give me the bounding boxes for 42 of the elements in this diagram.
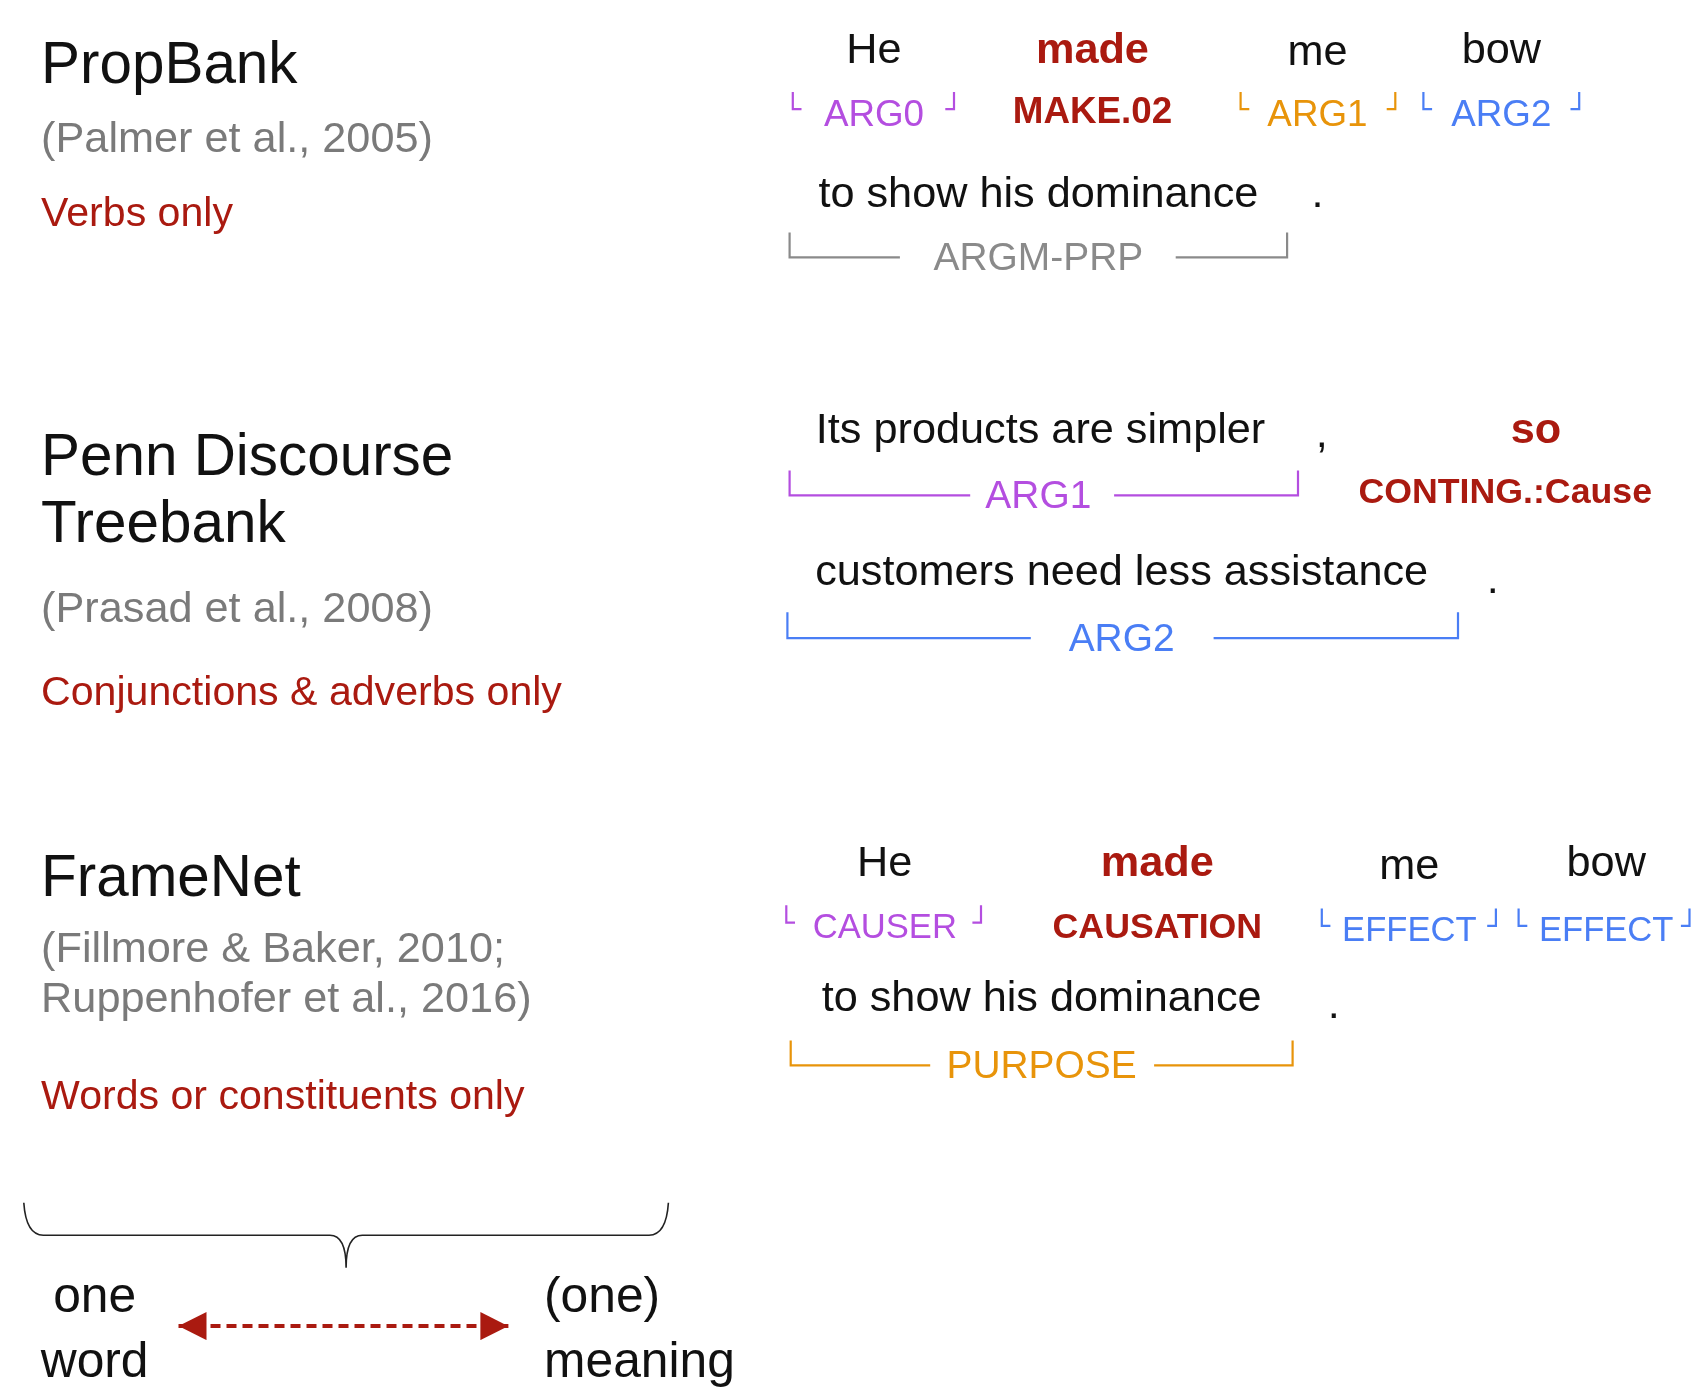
- frame-label: CAUSATION: [1052, 906, 1263, 948]
- sentence-span: Its products are simpler: [815, 404, 1266, 455]
- sentence-word: bow: [1566, 837, 1646, 887]
- double-arrow: [178, 1312, 509, 1341]
- sentence-word: me: [1287, 25, 1348, 76]
- sentence-span: to show his dominance: [818, 167, 1259, 218]
- coverage-note: Words or constituents only: [41, 1072, 525, 1120]
- sentence-word: He: [857, 837, 913, 887]
- role-label: ARG2: [1068, 615, 1175, 661]
- role-label: ARG2: [1451, 92, 1552, 135]
- role-label: EFFECT: [1538, 910, 1674, 951]
- role-label: ARG1: [1267, 92, 1368, 135]
- role-label: PURPOSE: [946, 1043, 1137, 1088]
- sentence-word: me: [1379, 840, 1440, 891]
- connective-word: so: [1510, 404, 1562, 455]
- role-label: CAUSER: [812, 907, 957, 947]
- coverage-note: Conjunctions & adverbs only: [41, 668, 562, 716]
- frame-label: MAKE.02: [1012, 90, 1173, 133]
- punctuation: ,: [1315, 407, 1328, 458]
- scale-end-label: (one) meaning: [508, 1263, 779, 1395]
- resource-title: FrameNet: [41, 842, 301, 910]
- sentence-span: customers need less assistance: [815, 546, 1429, 596]
- scale-end-label: one word: [10, 1263, 179, 1395]
- sense-label: CONTING.:Cause: [1358, 471, 1652, 513]
- role-label: ARG0: [823, 92, 924, 135]
- role-label: ARGM-PRP: [933, 235, 1144, 280]
- predicate-word: made: [1035, 23, 1149, 74]
- punctuation: .: [1311, 167, 1324, 218]
- citation: (Fillmore & Baker, 2010; Ruppenhofer et al., 2016): [41, 923, 533, 1024]
- sentence-span: to show his dominance: [821, 972, 1262, 1023]
- sentence-word: He: [846, 23, 902, 74]
- sentence-word: bow: [1461, 23, 1541, 74]
- coverage-note: Verbs only: [41, 189, 233, 237]
- citation: (Palmer et al., 2005): [41, 113, 433, 164]
- resource-title: Penn Discourse Treebank: [41, 420, 455, 555]
- punctuation: .: [1486, 553, 1499, 604]
- role-label: EFFECT: [1342, 910, 1477, 951]
- citation: (Prasad et al., 2008): [41, 583, 433, 633]
- predicate-word: made: [1100, 837, 1214, 887]
- punctuation: .: [1327, 978, 1340, 1029]
- resource-title: PropBank: [41, 29, 298, 97]
- role-label: ARG1: [985, 473, 1092, 518]
